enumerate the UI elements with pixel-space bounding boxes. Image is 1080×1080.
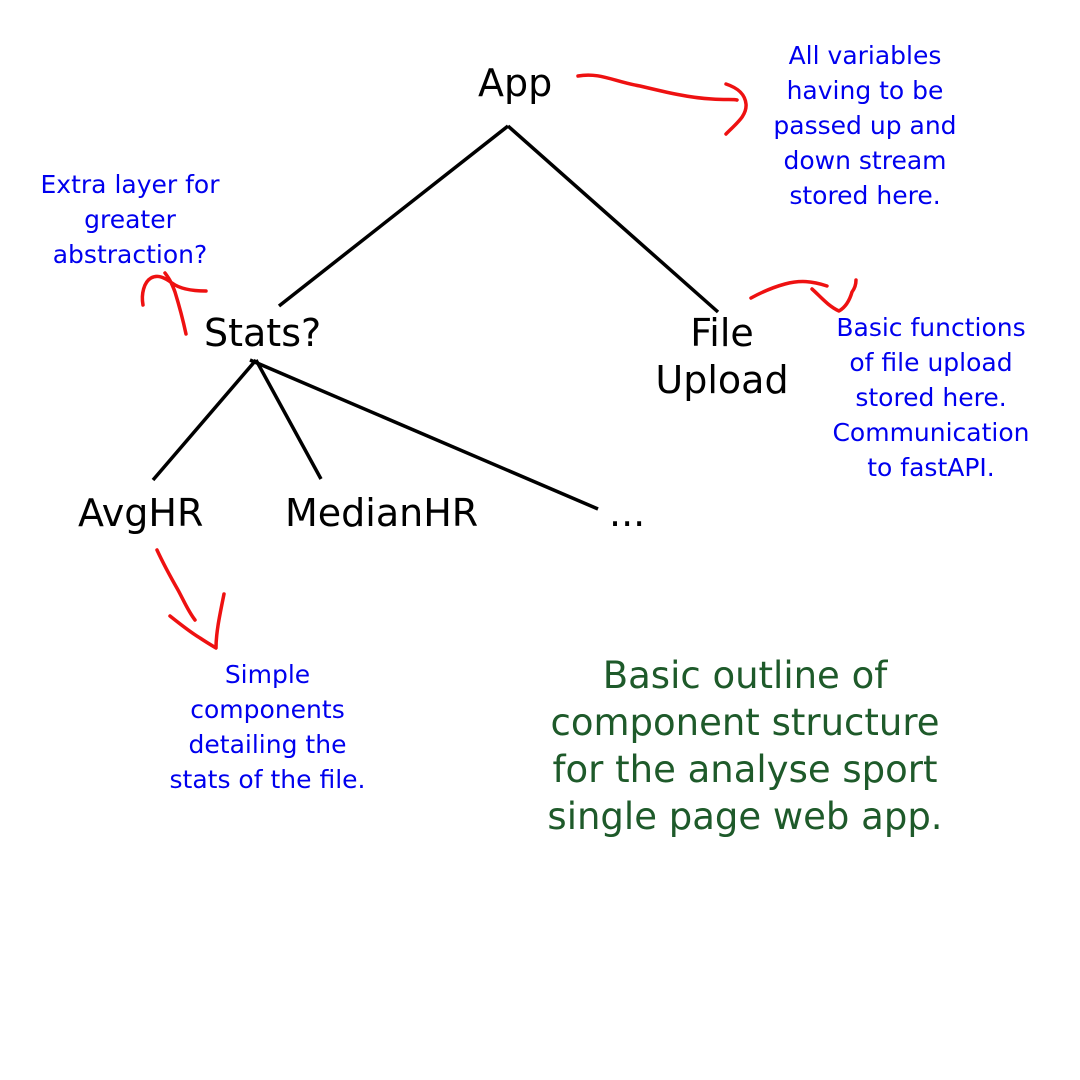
edge-stats-medianhr: [254, 359, 323, 480]
node-avghr: AvgHR: [78, 491, 204, 535]
arrow-app-note: [576, 73, 748, 136]
node-file-upload: File Upload: [655, 311, 789, 402]
node-stats: Stats?: [204, 311, 322, 355]
node-app: App: [478, 61, 553, 105]
node-more: ...: [609, 491, 646, 535]
note-app: All variables having to be passed up and…: [773, 41, 957, 210]
diagram-caption: Basic outline of component structure for…: [547, 654, 943, 838]
edge-stats-more: [249, 358, 599, 511]
edge-stats-avghr: [151, 358, 258, 482]
annotation-arrows: [140, 73, 858, 650]
arrow-file-upload-note: [749, 278, 858, 313]
edge-app-file-upload: [506, 124, 720, 314]
arrow-avghr-note: [155, 548, 226, 650]
node-medianhr: MedianHR: [285, 491, 479, 535]
note-stats: Extra layer for greater abstraction?: [40, 170, 220, 269]
arrow-stats-note: [140, 271, 208, 336]
edge-app-stats: [277, 124, 510, 308]
tree-edges: [151, 124, 720, 511]
note-file-upload: Basic functions of file upload stored he…: [832, 313, 1030, 482]
note-avghr: Simple components detailing the stats of…: [169, 660, 366, 794]
